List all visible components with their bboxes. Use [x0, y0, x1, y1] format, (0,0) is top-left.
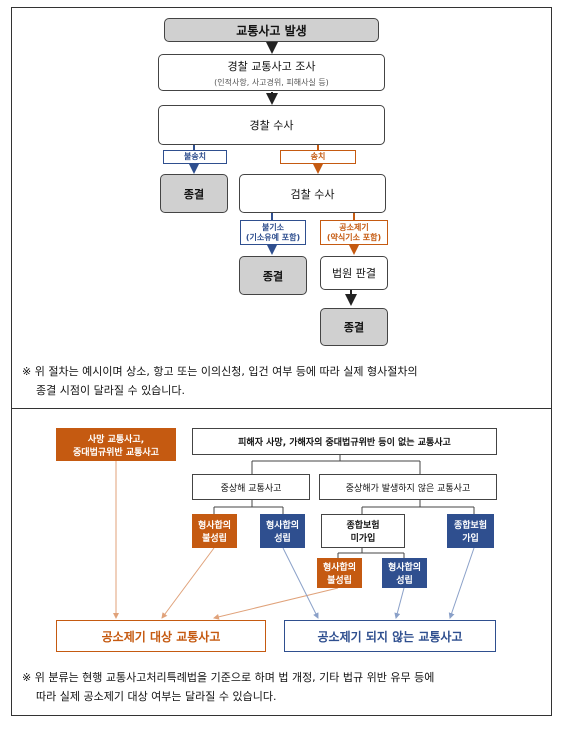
other-accident-node: 피해자 사망, 가해자의 중대법규위반 등이 없는 교통사고 [192, 428, 497, 455]
upper-note-line-2: 종결 시점이 달라질 수 있습니다. [36, 384, 186, 397]
police-investigation-label: 경찰 교통사고 조사 [227, 59, 316, 73]
upper-note-line-1: ※ 위 절차는 예시이며 상소, 항고 또는 이의신청, 입건 여부 등에 따라… [22, 365, 418, 378]
agreement-ok-node-b: 형사합의 성립 [382, 558, 427, 588]
lower-note-line-1: ※ 위 분류는 현행 교통사고처리특례법을 기준으로 하며 법 개정, 기타 법… [22, 671, 435, 684]
agreement-fail-a-line-2: 불성립 [202, 534, 227, 544]
prosecution-probe-node: 검찰 수사 [239, 174, 386, 213]
non-indictment-label: 불기소 [261, 222, 285, 232]
accident-occur-node: 교통사고 발생 [164, 18, 379, 42]
lower-note-line-2: 따라 실제 공소제기 대상 여부는 달라질 수 있습니다. [36, 690, 277, 703]
agreement-ok-node-a: 형사합의 성립 [260, 514, 305, 548]
insurance-joined-node: 종합보험 가입 [447, 514, 494, 548]
closed-node-1: 종결 [160, 174, 228, 213]
fatal-accident-line-1: 사망 교통사고, [87, 434, 145, 445]
indictment-tag: 공소제기 (약식기소 포함) [320, 220, 388, 245]
referral-tag: 송치 [280, 150, 356, 164]
agreement-ok-b-line-1: 형사합의 [387, 563, 422, 573]
agreement-fail-a-line-1: 형사합의 [197, 521, 232, 531]
police-investigation-detail: (인적사항, 사고경위, 피해사실 등) [214, 77, 329, 87]
insurance-joined-line-2: 가입 [462, 534, 479, 544]
court-ruling-node: 법원 판결 [320, 256, 388, 290]
upper-note: ※ 위 절차는 예시이며 상소, 항고 또는 이의신청, 입건 여부 등에 따라… [22, 362, 544, 400]
agreement-fail-b-line-2: 불성립 [327, 576, 352, 586]
agreement-fail-b-line-1: 형사합의 [322, 563, 357, 573]
fatal-accident-node: 사망 교통사고, 중대법규위반 교통사고 [56, 428, 176, 461]
insurance-none-node: 종합보험 미가입 [321, 514, 405, 548]
insurance-none-line-2: 미가입 [350, 534, 376, 544]
insurance-joined-line-1: 종합보험 [453, 521, 488, 531]
serious-injury-node: 중상해 교통사고 [192, 474, 310, 500]
agreement-ok-a-line-1: 형사합의 [265, 521, 300, 531]
police-probe-node: 경찰 수사 [158, 105, 385, 145]
indict-target-node: 공소제기 대상 교통사고 [56, 620, 266, 652]
agreement-ok-a-line-2: 성립 [274, 534, 291, 544]
indictment-note: (약식기소 포함) [326, 232, 382, 242]
indictment-label: 공소제기 [339, 222, 369, 232]
no-serious-injury-node: 중상해가 발생하지 않은 교통사고 [319, 474, 497, 500]
not-indicted-node: 공소제기 되지 않는 교통사고 [284, 620, 496, 652]
no-referral-tag: 불송치 [163, 150, 227, 164]
lower-note: ※ 위 분류는 현행 교통사고처리특례법을 기준으로 하며 법 개정, 기타 법… [22, 668, 544, 706]
section-divider [11, 408, 552, 409]
closed-node-3: 종결 [320, 308, 388, 346]
agreement-ok-b-line-2: 성립 [396, 576, 413, 586]
agreement-fail-node-a: 형사합의 불성립 [192, 514, 237, 548]
fatal-accident-line-2: 중대법규위반 교통사고 [73, 447, 159, 458]
non-indictment-tag: 불기소 (기소유예 포함) [240, 220, 306, 245]
police-investigation-node: 경찰 교통사고 조사 (인적사항, 사고경위, 피해사실 등) [158, 54, 385, 91]
insurance-none-line-1: 종합보험 [346, 521, 380, 531]
non-indictment-note: (기소유예 포함) [245, 232, 301, 242]
closed-node-2: 종결 [239, 256, 307, 295]
outer-frame [11, 7, 552, 716]
agreement-fail-node-b: 형사합의 불성립 [317, 558, 362, 588]
